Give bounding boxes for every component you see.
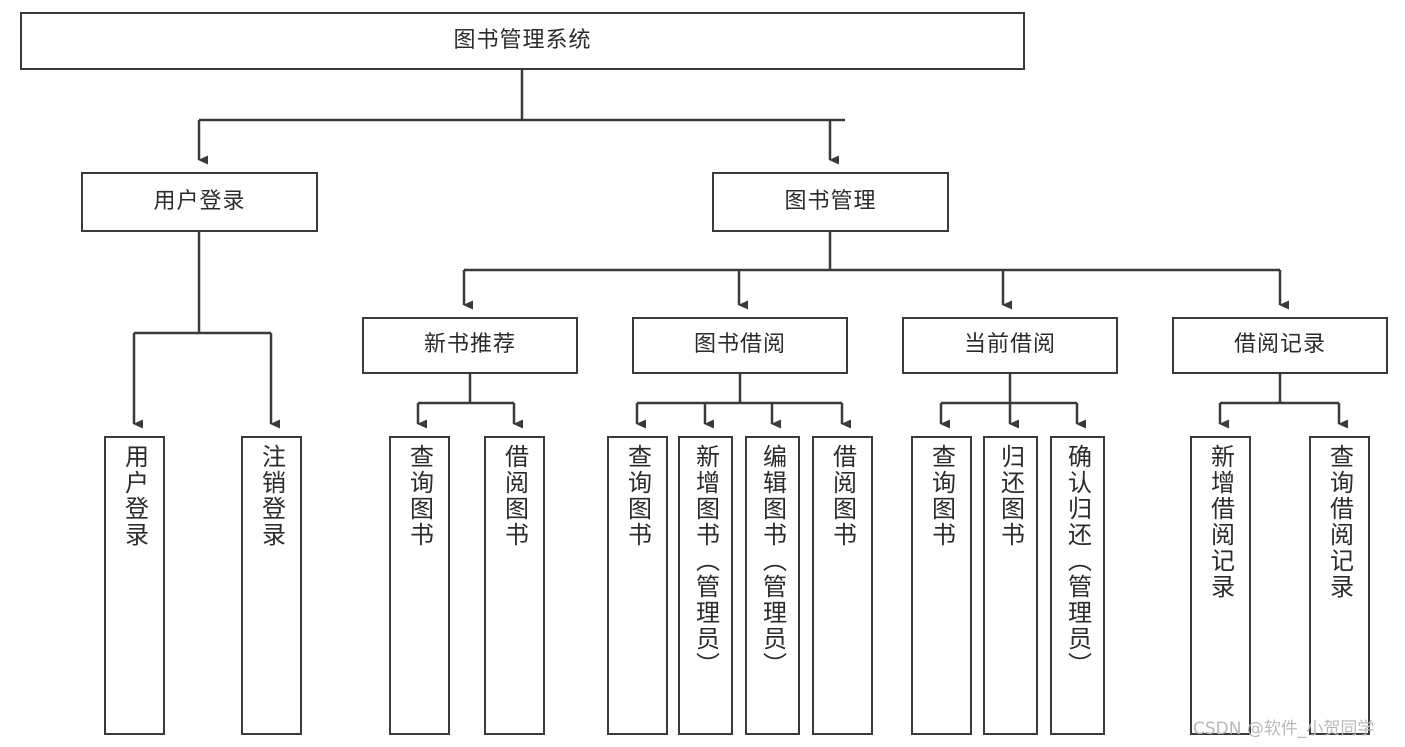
node-label: 当前借阅 bbox=[963, 332, 1056, 358]
node-label: 查询图书 bbox=[623, 444, 652, 548]
node-leaf-user-login[interactable]: 用户登录 bbox=[104, 436, 165, 735]
node-label: 查询图书 bbox=[927, 444, 956, 548]
node-label: 查询图书 bbox=[405, 444, 434, 548]
node-label: 新书推荐 bbox=[423, 332, 516, 358]
node-new-book-recommend[interactable]: 新书推荐 bbox=[362, 317, 578, 374]
node-book-borrow[interactable]: 图书借阅 bbox=[632, 317, 848, 374]
node-leaf-add-record[interactable]: 新增借阅记录 bbox=[1190, 436, 1251, 735]
node-leaf-query-book-a[interactable]: 查询图书 bbox=[389, 436, 450, 735]
node-book-management-system[interactable]: 图书管理系统 bbox=[20, 12, 1025, 70]
node-label: 确认归还（管理员） bbox=[1063, 444, 1092, 678]
csdn-watermark: CSDN @软件_小贺同学 bbox=[1193, 719, 1375, 739]
node-leaf-query-book-c[interactable]: 查询图书 bbox=[911, 436, 972, 735]
node-label: 用户登录 bbox=[153, 188, 246, 214]
node-leaf-borrow-book-b[interactable]: 借阅图书 bbox=[812, 436, 873, 735]
node-label: 借阅图书 bbox=[828, 444, 857, 548]
node-leaf-edit-book[interactable]: 编辑图书（管理员） bbox=[745, 436, 800, 735]
node-label: 图书管理 bbox=[784, 188, 877, 214]
node-borrow-record[interactable]: 借阅记录 bbox=[1172, 317, 1388, 374]
node-label: 新增借阅记录 bbox=[1206, 444, 1235, 600]
node-label: 注销登录 bbox=[257, 444, 286, 548]
node-label: 新增图书（管理员） bbox=[691, 444, 720, 678]
node-leaf-query-book-b[interactable]: 查询图书 bbox=[607, 436, 668, 735]
node-leaf-query-record[interactable]: 查询借阅记录 bbox=[1309, 436, 1370, 735]
node-label: 归还图书 bbox=[996, 444, 1025, 548]
node-label: 用户登录 bbox=[120, 444, 149, 548]
node-leaf-logout-login[interactable]: 注销登录 bbox=[241, 436, 302, 735]
node-leaf-confirm-return[interactable]: 确认归还（管理员） bbox=[1050, 436, 1105, 735]
node-label: 查询借阅记录 bbox=[1325, 444, 1354, 600]
node-label: 编辑图书（管理员） bbox=[758, 444, 787, 678]
node-leaf-return-book[interactable]: 归还图书 bbox=[983, 436, 1038, 735]
node-label: 图书管理系统 bbox=[453, 27, 592, 53]
node-current-borrow[interactable]: 当前借阅 bbox=[902, 317, 1118, 374]
node-user-login[interactable]: 用户登录 bbox=[81, 172, 318, 232]
node-label: 图书借阅 bbox=[693, 332, 786, 358]
node-leaf-borrow-book-a[interactable]: 借阅图书 bbox=[484, 436, 545, 735]
node-leaf-add-book[interactable]: 新增图书（管理员） bbox=[678, 436, 733, 735]
node-book-manage[interactable]: 图书管理 bbox=[712, 172, 949, 232]
node-label: 借阅图书 bbox=[500, 444, 529, 548]
node-label: 借阅记录 bbox=[1233, 332, 1326, 358]
